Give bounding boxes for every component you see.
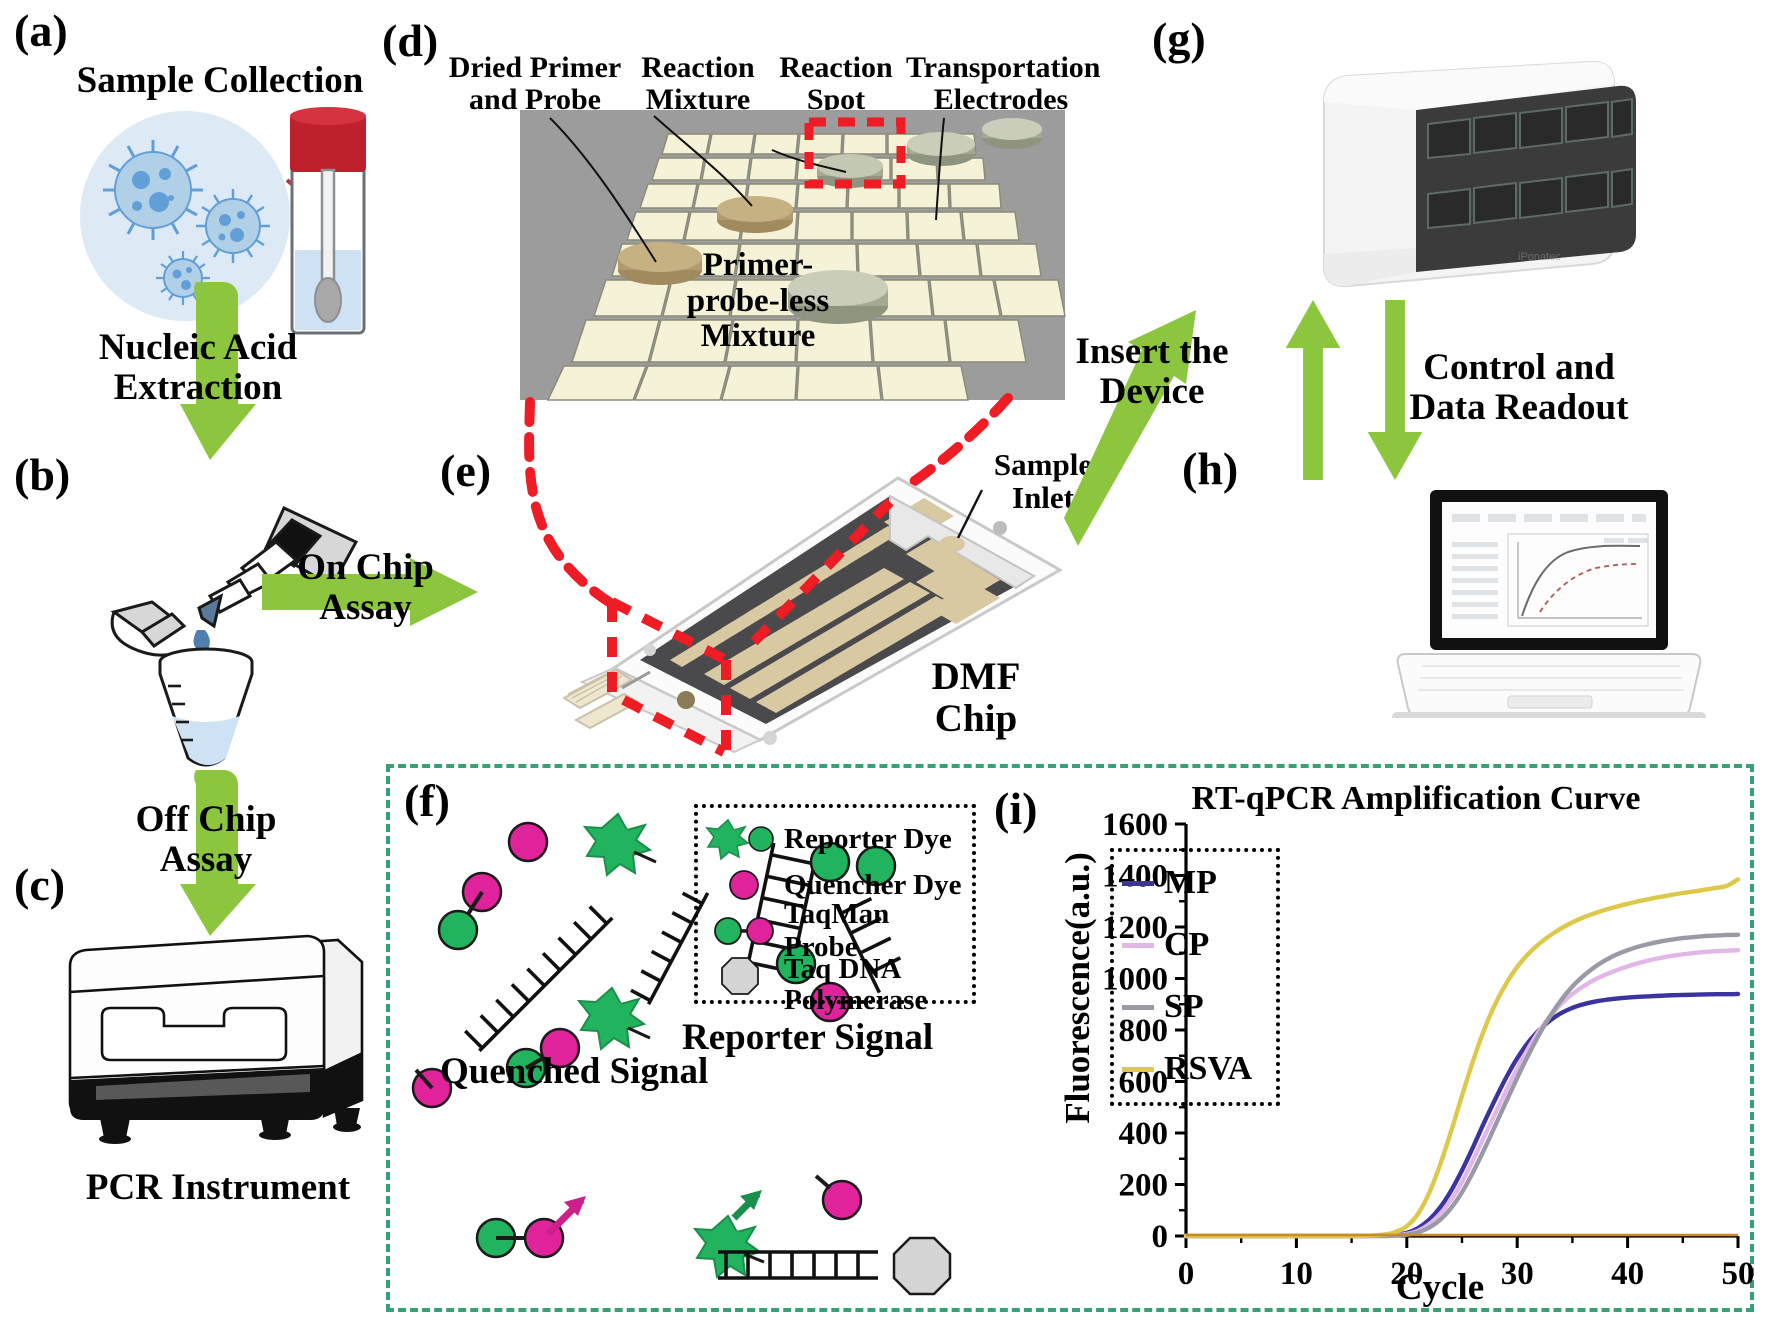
panel-label-h: (h) bbox=[1182, 443, 1239, 494]
chart-x-tick-label: 0 bbox=[1178, 1256, 1195, 1292]
arrow-off-chip-assay bbox=[180, 770, 256, 936]
chart-legend-swatch bbox=[1122, 880, 1154, 886]
panel-a-title: Sample Collection bbox=[76, 60, 364, 101]
dmf-electrode-array-3d bbox=[520, 110, 1066, 401]
chart-legend-item-rsva: RSVA bbox=[1114, 1038, 1276, 1100]
panel-d-callout-reaction-mixture: Reaction Mixture bbox=[641, 51, 755, 117]
panel-label-c: (c) bbox=[14, 859, 66, 910]
arrow-nucleic-acid-extraction bbox=[180, 282, 256, 460]
arrow-on-chip-assay bbox=[262, 558, 478, 626]
legend-item-quencher-dye: Quencher Dye bbox=[708, 862, 970, 908]
legend-label-reporter-dye: Reporter Dye bbox=[784, 822, 952, 855]
green-magenta-linked-circles-icon bbox=[714, 917, 774, 945]
chart-legend-swatch bbox=[1122, 1004, 1154, 1010]
virus-cluster-illustration bbox=[80, 111, 335, 321]
circle-magenta-icon bbox=[729, 870, 759, 900]
chart-y-axis-label: Fluorescence(a.u.) bbox=[1058, 852, 1097, 1124]
chart-legend-swatch bbox=[1122, 942, 1154, 948]
chart-legend-item-mp: MP bbox=[1114, 852, 1276, 914]
panel-c-caption: PCR Instrument bbox=[85, 1167, 351, 1208]
chart-legend-item-sp: SP bbox=[1114, 976, 1276, 1038]
pipette-and-microtube-illustration bbox=[110, 505, 359, 767]
panel-a-arrow-label: Nucleic Acid Extraction bbox=[98, 327, 298, 408]
chart-y-tick-label: 800 bbox=[1119, 1013, 1169, 1049]
panel-label-a: (a) bbox=[14, 5, 68, 56]
panel-label-g: (g) bbox=[1152, 13, 1206, 64]
panel-e-caption: DMF Chip bbox=[931, 655, 1021, 741]
dmf-chip-illustration bbox=[562, 476, 1064, 757]
chart-title: RT-qPCR Amplification Curve bbox=[1191, 780, 1641, 817]
legend-label-taqman-probe: TaqMan Probe bbox=[784, 898, 890, 963]
chart-y-tick-label: 0 bbox=[1152, 1219, 1169, 1255]
chart-legend-label: RSVA bbox=[1164, 1050, 1253, 1087]
chart-x-tick-label: 30 bbox=[1501, 1256, 1534, 1292]
chart-x-tick-label: 20 bbox=[1390, 1256, 1423, 1292]
laptop-with-amplification-plot bbox=[1392, 490, 1706, 718]
panel-d-callout-transportation-electrodes: Transportation Electrodes bbox=[906, 51, 1101, 117]
chart-legend-label: CP bbox=[1164, 926, 1210, 963]
chart-legend-label: SP bbox=[1164, 988, 1204, 1025]
pcr-instrument-illustration bbox=[68, 934, 364, 1144]
panel-c-arrow-label: Off Chip Assay bbox=[135, 799, 277, 880]
panel-f-reporter-signal-label: Reporter Signal bbox=[682, 1017, 934, 1058]
chart-x-tick-label: 10 bbox=[1280, 1256, 1313, 1292]
panel-label-d: (d) bbox=[382, 15, 439, 66]
legend-label-quencher-dye: Quencher Dye bbox=[784, 868, 962, 901]
swab-tube-illustration bbox=[290, 107, 366, 335]
chart-x-tick-label: 50 bbox=[1722, 1256, 1755, 1292]
chart-x-tick-label: 40 bbox=[1611, 1256, 1644, 1292]
chart-y-tick-label: 1600 bbox=[1102, 807, 1168, 843]
panel-label-f: (f) bbox=[404, 775, 450, 826]
bottom-panel-dashed-border bbox=[386, 764, 1754, 1312]
panel-e-sample-inlet-label: Sample Inlet bbox=[993, 447, 1093, 516]
panel-label-b: (b) bbox=[14, 449, 71, 500]
panel-f-legend-box: Reporter Dye Quencher Dye TaqMan Probe bbox=[694, 804, 976, 1015]
legend-item-reporter-dye: Reporter Dye bbox=[705, 816, 970, 862]
panel-f-quenched-signal-label: Quenched Signal bbox=[440, 1051, 709, 1092]
chart-legend-swatch bbox=[1122, 1066, 1154, 1072]
chart-x-axis-label: Cycle bbox=[1395, 1267, 1485, 1308]
svg-text:iPonatec: iPonatec bbox=[1518, 251, 1561, 263]
panel-d-callout-dried-primer-and-probe: Dried Primer and Probe bbox=[448, 51, 622, 117]
taqman-chemistry-illustration bbox=[411, 812, 952, 1296]
octagon-gray-icon bbox=[721, 957, 759, 995]
panel-h-arrow-label: Control and Data Readout bbox=[1409, 347, 1629, 428]
panel-b-arrow-label: On Chip Assay bbox=[297, 547, 434, 628]
panel-g-arrow-label: Insert the Device bbox=[1075, 331, 1229, 412]
arrow-insert-the-device bbox=[1064, 310, 1196, 546]
chart-legend-item-cp: CP bbox=[1114, 914, 1276, 976]
legend-item-taq-dna-polymerase: Taq DNA Polymerase bbox=[708, 954, 970, 1015]
chart-legend-box: MP CP SP RSVA bbox=[1110, 848, 1280, 1106]
legend-item-taqman-probe: TaqMan Probe bbox=[708, 898, 970, 963]
star-and-circle-green-icon bbox=[705, 818, 774, 861]
chart-y-tick-label: 200 bbox=[1119, 1168, 1169, 1204]
panel-label-e: (e) bbox=[440, 445, 492, 496]
arrow-control-and-data-readout bbox=[1285, 300, 1423, 480]
chart-legend-label: MP bbox=[1164, 864, 1217, 901]
legend-label-taq-dna-polymerase: Taq DNA Polymerase bbox=[784, 953, 928, 1016]
panel-d-inner-label-primer-probe-less-mixture: Primer- probe-less Mixture bbox=[686, 247, 830, 355]
chart-y-tick-label: 400 bbox=[1119, 1116, 1169, 1152]
panel-d-callout-reaction-spot: Reaction Spot bbox=[779, 51, 893, 117]
panel-label-i: (i) bbox=[994, 783, 1038, 834]
pcr-analyzer-instrument: iPonatec bbox=[1323, 60, 1636, 288]
